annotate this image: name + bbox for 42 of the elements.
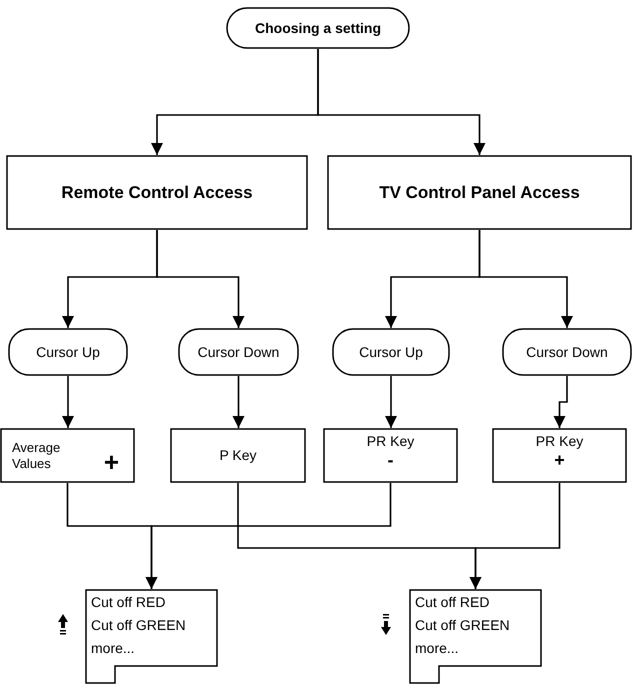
node-label: Remote Control Access xyxy=(61,182,253,204)
node-label: TV Control Panel Access xyxy=(379,182,580,204)
arrow xyxy=(146,483,392,589)
arrow xyxy=(62,376,74,428)
sign: + xyxy=(554,450,565,470)
menu-item: Cut off RED xyxy=(91,593,166,612)
menu-screen xyxy=(85,589,218,684)
process-box xyxy=(6,155,308,230)
process-box xyxy=(0,428,135,483)
rounded-node xyxy=(8,328,128,376)
process-box xyxy=(170,428,306,483)
node-label: Cursor Down xyxy=(526,342,608,362)
arrow xyxy=(478,230,573,328)
process-box xyxy=(323,428,458,483)
rounded-node xyxy=(226,7,410,49)
arrow xyxy=(385,376,397,428)
menu-item: Cut off GREEN xyxy=(91,616,186,635)
node-label: Cursor Down xyxy=(198,342,280,362)
node-label: Choosing a setting xyxy=(255,18,381,38)
rounded-node xyxy=(502,328,632,376)
menu-item: more... xyxy=(415,639,459,658)
arrow xyxy=(554,376,568,428)
node-label: Average Values xyxy=(12,440,62,472)
process-box xyxy=(327,155,632,230)
node-label: P Key xyxy=(219,446,257,465)
node-label: PR Key xyxy=(366,432,414,450)
process-box xyxy=(492,428,627,483)
node-label: Cursor Up xyxy=(359,342,423,362)
rounded-node xyxy=(332,328,450,376)
menu-screen xyxy=(409,589,542,684)
arrow xyxy=(470,483,560,589)
arrow xyxy=(232,376,244,428)
rounded-node xyxy=(178,328,299,376)
node-label: Cursor Up xyxy=(36,342,100,362)
menu-item: Cut off RED xyxy=(415,593,490,612)
node-label: PR Key xyxy=(536,432,584,450)
menu-item: more... xyxy=(91,639,135,658)
arrow xyxy=(317,49,486,155)
menu-item: Cut off GREEN xyxy=(415,616,510,635)
sign: - xyxy=(388,450,394,470)
arrow xyxy=(156,230,244,328)
plus-sign: + xyxy=(104,448,119,474)
